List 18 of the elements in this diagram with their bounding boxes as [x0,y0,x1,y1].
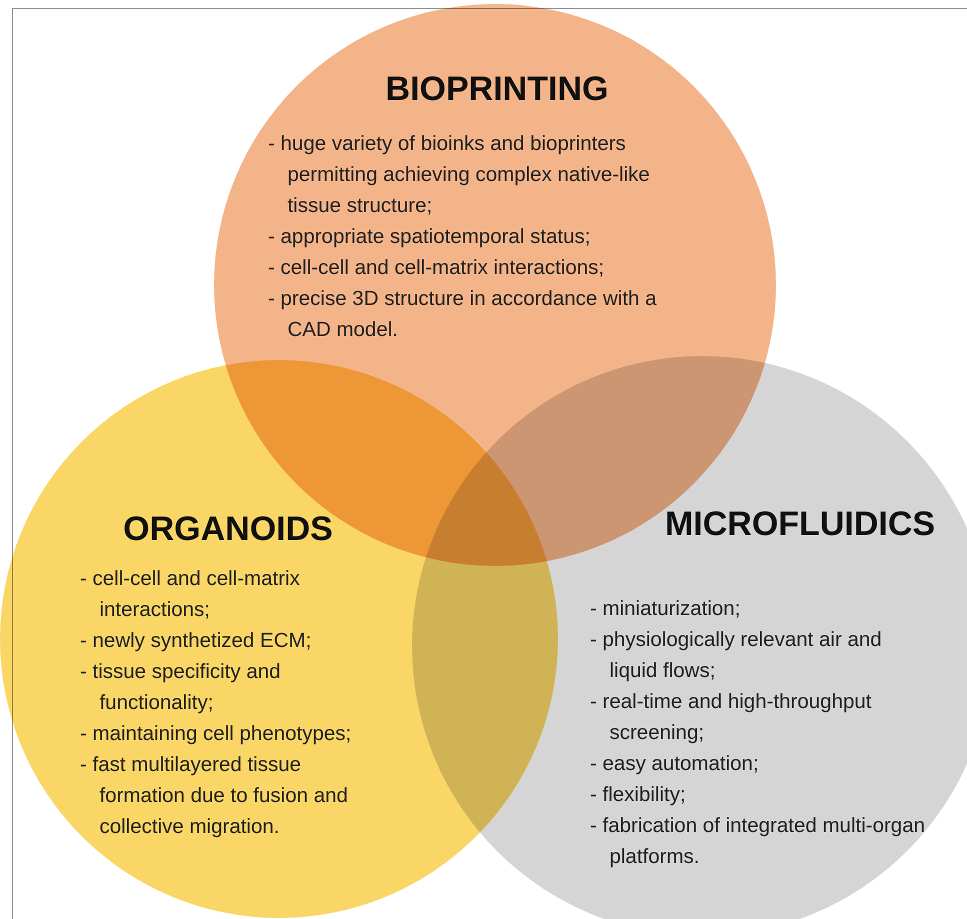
list-item: - tissue specificity and functionality; [80,659,282,716]
list-item: - appropriate spatiotemporal status; [268,224,592,250]
circle-heading: MICROFLUIDICS [664,505,936,544]
list-item: - precise 3D structure in accordance with a CAD model. [268,286,658,343]
list-item: - cell-cell and cell-matrix interactions; [268,255,606,281]
circle-heading: BIOPRINTING [386,70,608,109]
list-item: - cell-cell and cell-matrix interactions; [80,566,301,623]
list-item: - flexibility; [590,782,687,808]
list-item: - miniaturization; [590,596,742,622]
list-item: - fast multilayered tissue formation due to fusion and collective migration. [80,752,349,840]
list-item: - huge variety of bioinks and bioprinters permitting achieving complex native-like tissue structure; [268,131,651,219]
list-item: - fabrication of integrated multi-organ platforms. [590,813,926,870]
list-item: - newly synthetized ECM; [80,628,312,654]
list-item: - maintaining cell phenotypes; [80,721,352,747]
list-item: - physiologically relevant air and liquid flows; [590,627,883,684]
circle-heading: ORGANOIDS [123,510,333,549]
list-item: - easy automation; [590,751,760,777]
list-item: - real-time and high-throughput screening; [590,689,872,746]
